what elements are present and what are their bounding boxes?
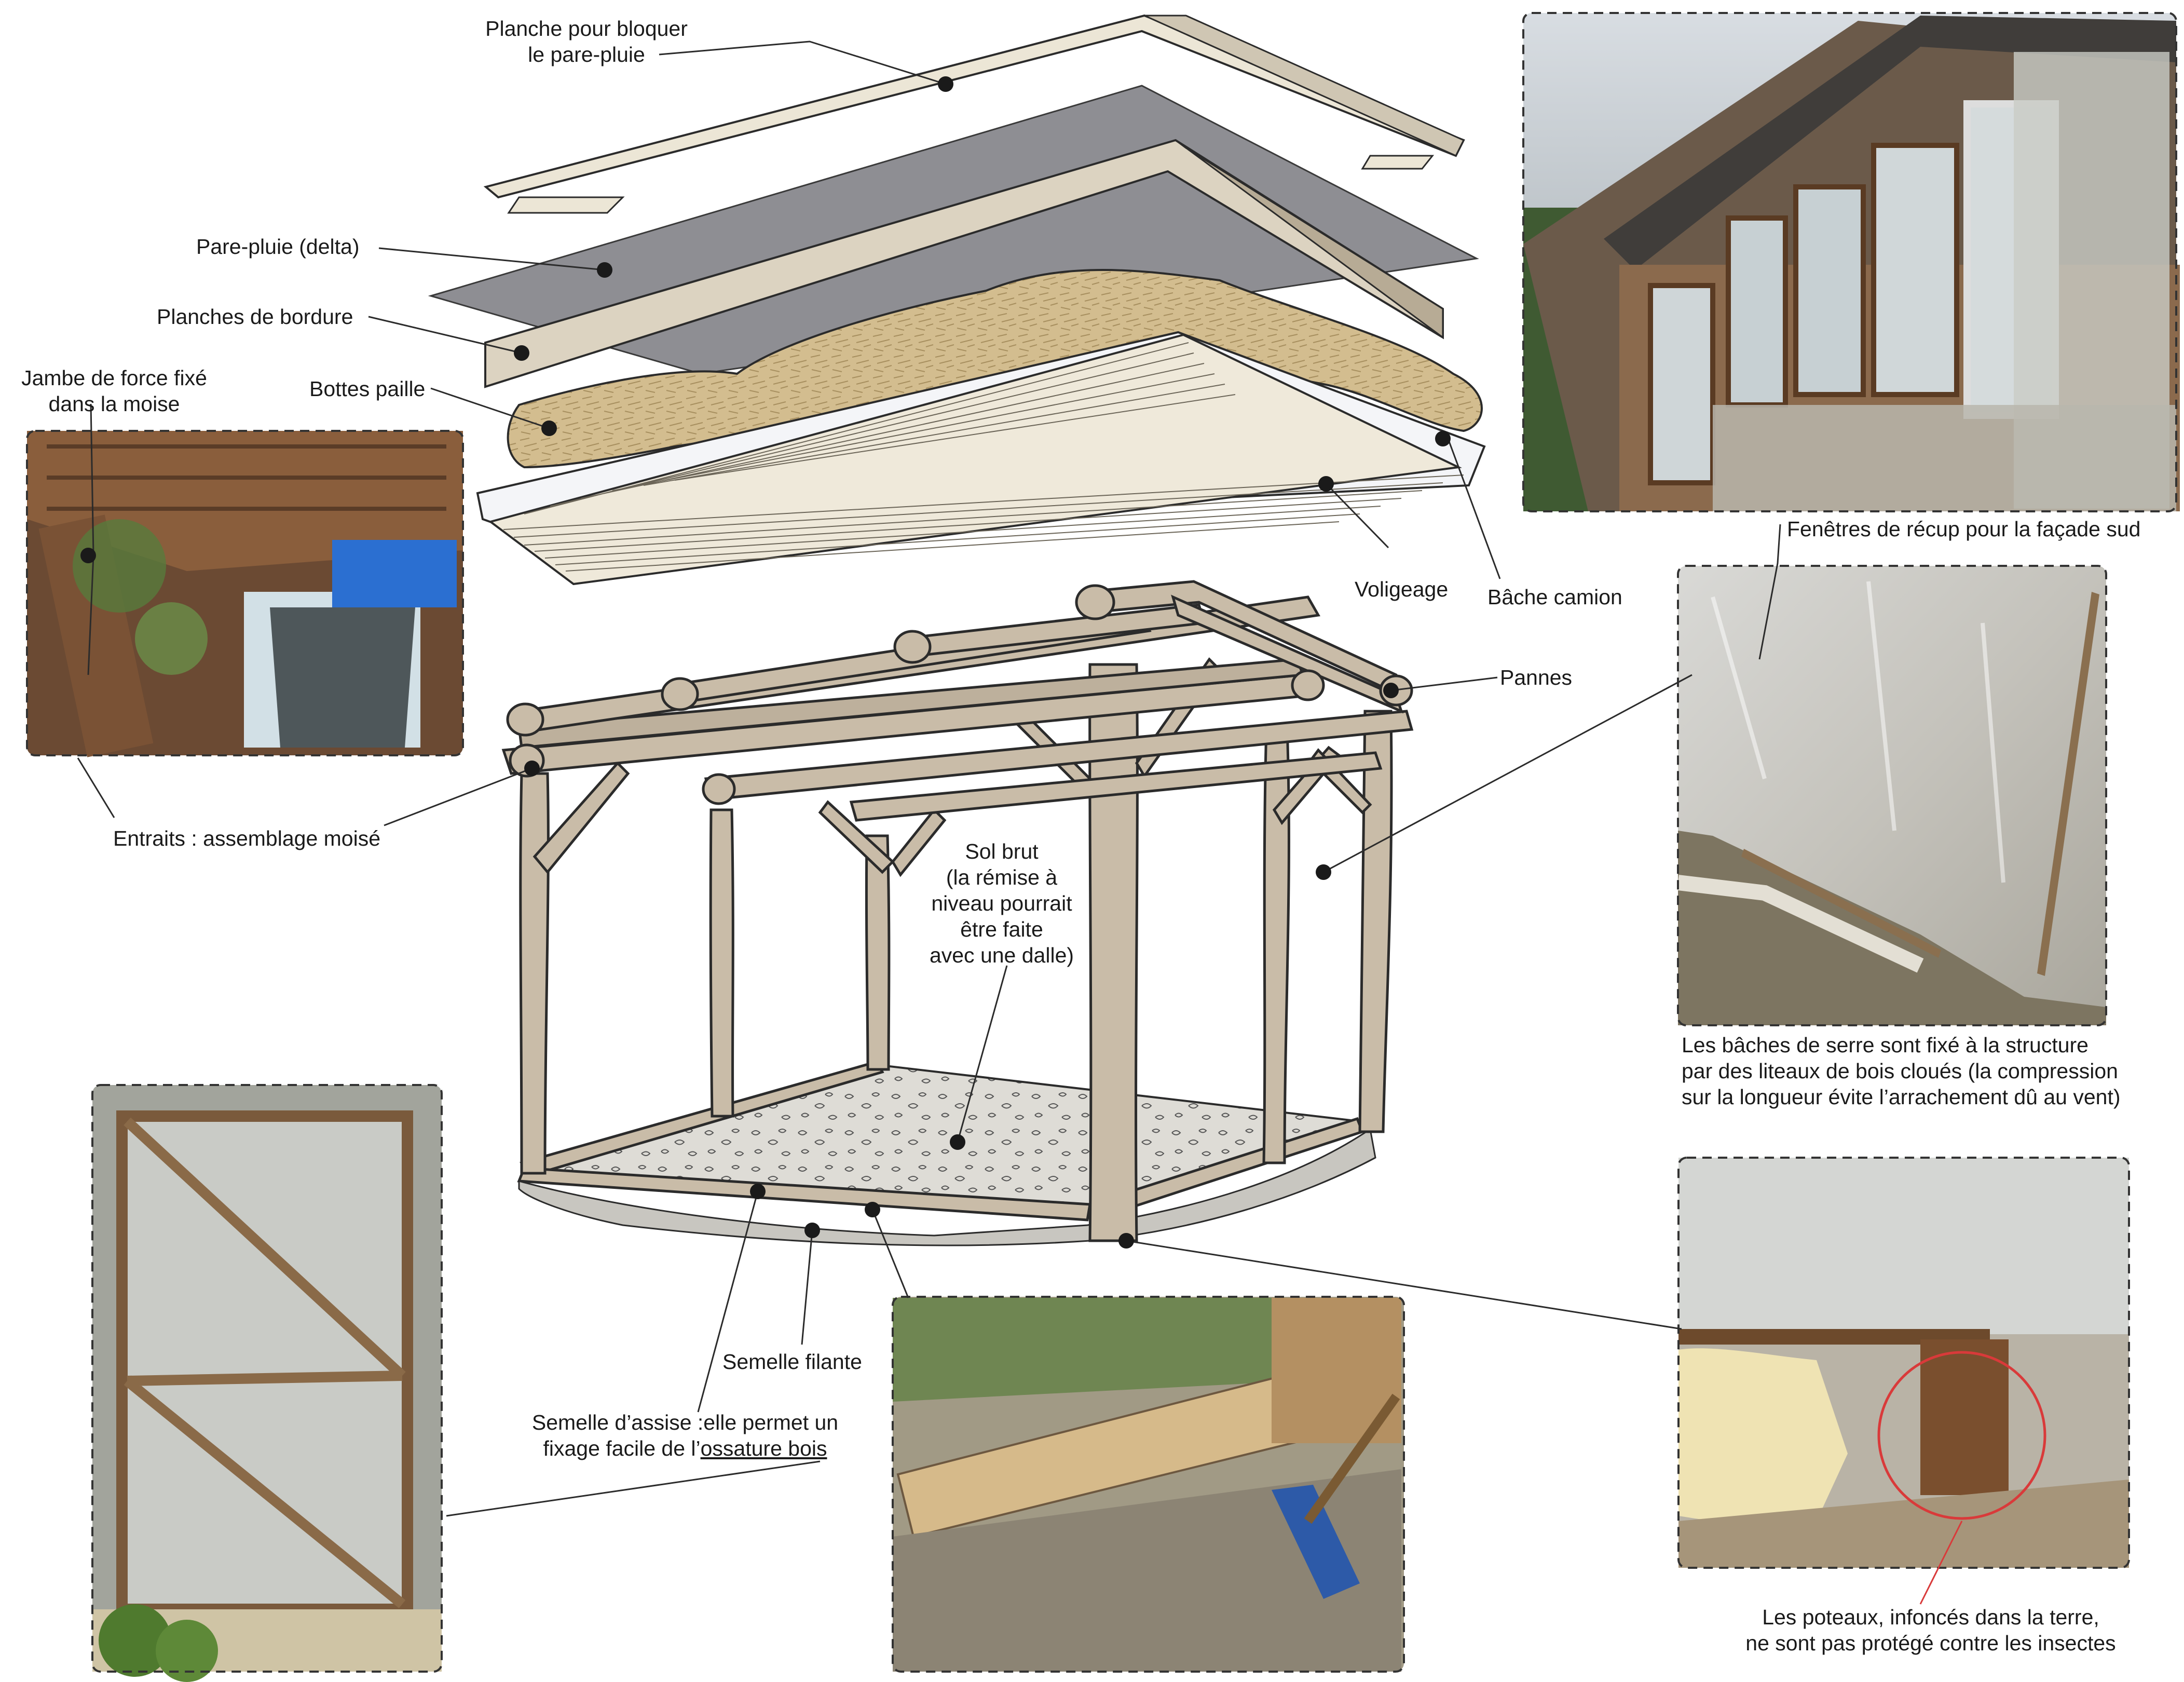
label-sol-brut: Sol brut (la rémise à niveau pourrait êt…: [882, 838, 1121, 968]
label-semelle-filante: Semelle filante: [722, 1350, 862, 1374]
label-sol-brut-line5: avec une dalle): [929, 943, 1074, 967]
label-semelle-assise-line2a: fixage facile de l’: [543, 1436, 701, 1460]
post-back-left: [709, 808, 734, 1118]
post-back-mid: [865, 834, 891, 1071]
label-sol-brut-line1: Sol brut: [965, 839, 1039, 863]
label-bottes-paille: Bottes paille: [309, 377, 426, 401]
label-fenetres: Fenêtres de récup pour la façade sud: [1787, 517, 2141, 541]
photo-porte: [91, 1084, 443, 1682]
photo-poteau: [1677, 1157, 2130, 1569]
label-poteaux: Les poteaux, infoncés dans la terre, ne …: [1713, 1604, 2149, 1656]
post-front-left: [519, 772, 550, 1175]
label-jambe-force-line1: Jambe de force fixé: [21, 366, 207, 390]
label-jambe-force: Jambe de force fixé dans la moise: [10, 365, 218, 417]
label-jambe-force-line2: dans la moise: [48, 392, 180, 416]
label-semelle-assise-line2: fixage facile de l’ossature bois: [509, 1435, 862, 1461]
label-baches-serre-line2: par des liteaux de bois cloués (la compr…: [1682, 1059, 2118, 1083]
planche-pare-pluie-board: [483, 14, 1465, 214]
label-semelle-assise-line2b: ossature bois: [700, 1436, 827, 1460]
post-far-right: [1358, 710, 1393, 1133]
label-planche-pare-pluie: Planche pour bloquer le pare-pluie: [452, 16, 721, 67]
label-entraits: Entraits : assemblage moisé: [113, 826, 381, 850]
label-voligeage: Voligeage: [1355, 577, 1449, 601]
semelle-filante-stone: [518, 1128, 1376, 1246]
label-poteaux-line2: ne sont pas protégé contre les insectes: [1745, 1631, 2116, 1655]
planches-bordure: [484, 139, 1444, 388]
label-baches-serre-line1: Les bâches de serre sont fixé à la struc…: [1682, 1033, 2089, 1057]
timber-frame: [501, 580, 1414, 1246]
callout-dots: [80, 76, 1451, 1249]
leader-lines: [77, 40, 1963, 1605]
photo-jambe-force: [26, 430, 464, 757]
label-planches-bordure: Planches de bordure: [157, 305, 353, 329]
label-planche-pare-pluie-line1: Planche pour bloquer: [485, 17, 688, 40]
photo-fenetres: [1522, 12, 2180, 512]
photo-semelle: [892, 1296, 1405, 1673]
label-baches-serre: Les bâches de serre sont fixé à la struc…: [1682, 1032, 2121, 1110]
label-pare-pluie: Pare-pluie (delta): [196, 235, 360, 259]
label-sol-brut-line3: niveau pourrait: [931, 891, 1072, 915]
photo-baches-serre: [1677, 565, 2107, 1026]
label-semelle-assise: Semelle d’assise :elle permet un fixage …: [509, 1409, 862, 1461]
roof-layers: [428, 14, 1486, 586]
label-baches-serre-line3: sur la longueur évite l’arrachement dû a…: [1682, 1085, 2121, 1109]
label-poteaux-line1: Les poteaux, infoncés dans la terre,: [1762, 1605, 2099, 1629]
label-bache-camion: Bâche camion: [1487, 585, 1622, 609]
label-semelle-assise-line1: Semelle d’assise :elle permet un: [531, 1410, 839, 1434]
post-front-right: [1088, 663, 1139, 1242]
label-pannes: Pannes: [1500, 666, 1573, 689]
post-base-callout-circle: [1877, 1351, 2046, 1520]
label-planche-pare-pluie-line2: le pare-pluie: [528, 43, 645, 66]
label-sol-brut-line2: (la rémise à: [946, 865, 1058, 889]
post-back-right: [1262, 725, 1290, 1164]
label-sol-brut-line4: être faite: [960, 917, 1043, 941]
